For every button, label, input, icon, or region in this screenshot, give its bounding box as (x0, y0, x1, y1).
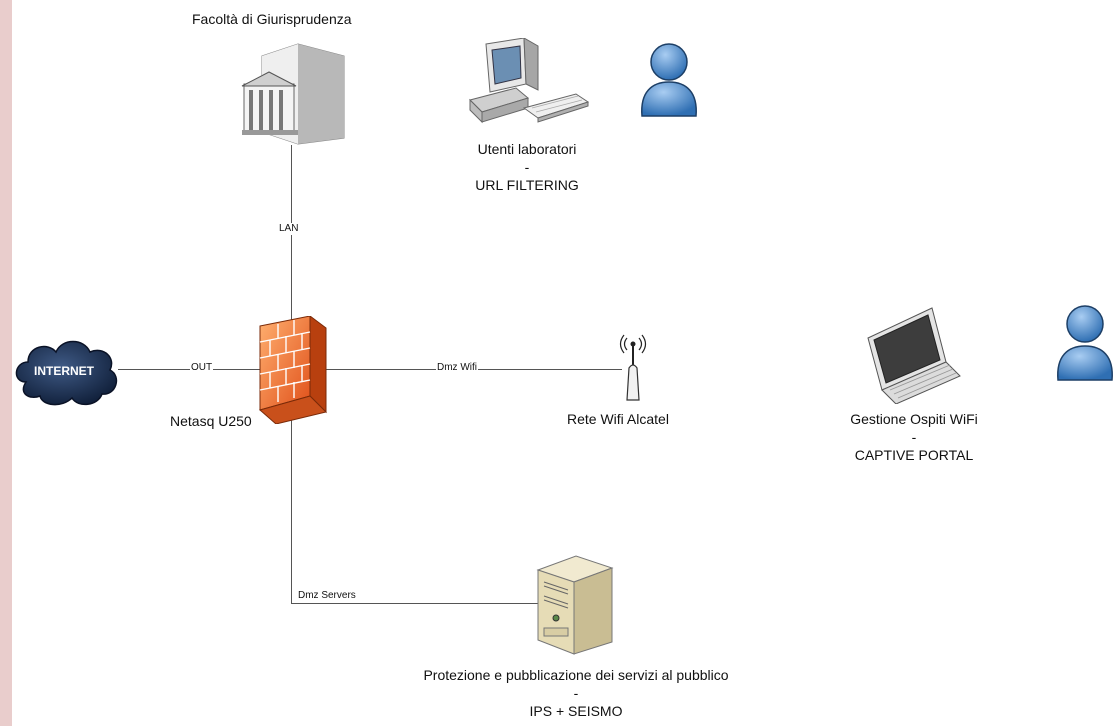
servers-separator: - (573, 685, 579, 701)
internet-label: INTERNET (34, 364, 95, 378)
servers-subtitle: IPS + SEISMO (529, 703, 623, 719)
lab-users-title: Utenti laboratori (477, 141, 577, 157)
cloud-icon: INTERNET (15, 340, 118, 406)
laptop-icon (867, 307, 961, 404)
lan-link (291, 145, 292, 325)
guests-label: Gestione Ospiti WiFi - CAPTIVE PORTAL (829, 410, 999, 464)
servers-title: Protezione e pubblicazione dei servizi a… (423, 667, 729, 683)
servers-label: Protezione e pubblicazione dei servizi a… (372, 666, 780, 720)
dmz-wifi-link-label: Dmz Wifi (436, 362, 478, 374)
dmz-servers-link-label: Dmz Servers (297, 590, 357, 602)
lab-users-separator: - (524, 159, 530, 175)
server-tower-icon (536, 555, 614, 655)
dmz-servers-link-vertical (291, 410, 292, 604)
building-icon (241, 43, 345, 145)
guests-title: Gestione Ospiti WiFi (850, 411, 978, 427)
user-icon (641, 43, 697, 117)
out-link-label: OUT (190, 362, 214, 374)
faculty-label: Facoltà di Giurisprudenza (192, 11, 352, 27)
user-icon (1057, 305, 1113, 381)
dmz-servers-link-horizontal (291, 603, 559, 604)
diagram-canvas: LAN OUT Dmz Wifi Dmz Servers Facoltà di … (12, 0, 1120, 726)
lab-users-subtitle: URL FILTERING (475, 177, 579, 193)
lab-users-label: Utenti laboratori - URL FILTERING (442, 140, 612, 194)
guests-subtitle: CAPTIVE PORTAL (854, 447, 974, 463)
desktop-computer-icon (469, 38, 590, 124)
guests-separator: - (911, 429, 917, 445)
firewall-icon (258, 316, 327, 424)
firewall-label: Netasq U250 (170, 413, 252, 429)
wireless-antenna-icon (619, 334, 647, 401)
lan-link-label: LAN (278, 223, 300, 235)
wifi-label: Rete Wifi Alcatel (567, 411, 669, 427)
